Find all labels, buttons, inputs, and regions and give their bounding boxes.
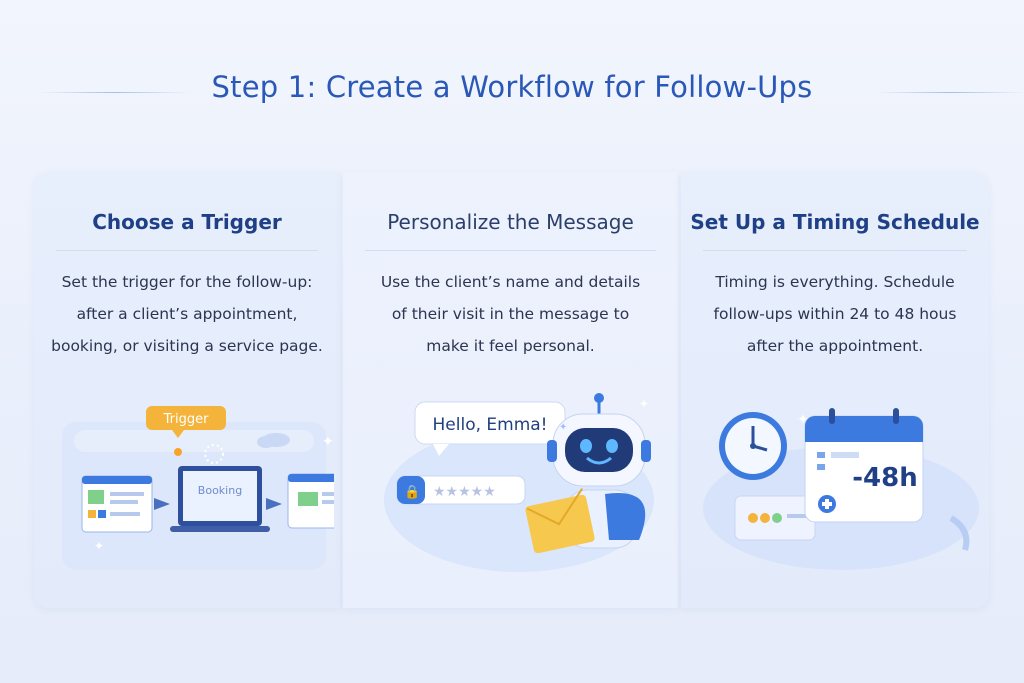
webpage-left-icon xyxy=(81,475,153,533)
sparkle-icon: ✦ xyxy=(94,539,104,553)
greeting-bubble: Hello, Emma! xyxy=(414,401,566,456)
cloud-icon xyxy=(257,433,290,448)
title-row: Step 1: Create a Workflow for Follow-Ups xyxy=(0,64,1024,120)
card-line: Set the trigger for the follow-up: xyxy=(61,273,313,291)
laptop-icon: Booking xyxy=(170,466,270,532)
title-divider-right xyxy=(875,92,1024,93)
card-line: follow-ups within 24 to 48 hous xyxy=(713,305,957,323)
card-description: Use the client’s name and details of the… xyxy=(357,266,664,362)
trigger-badge: Trigger xyxy=(146,406,226,438)
card-personalize-message: Personalize the Message Use the client’s… xyxy=(343,172,678,608)
timing-illustration: -48h ✦ xyxy=(703,408,979,570)
rating-stars: ★★★★★ xyxy=(433,484,496,500)
sparkle-icon: ✦ xyxy=(797,412,809,428)
personalize-illustration: Hello, Emma! 🔒 ★★★★★ ✦ ✦ xyxy=(384,393,654,572)
card-line: after a client’s appointment, xyxy=(76,305,298,323)
webpage-right-icon xyxy=(287,473,334,529)
trigger-illustration: ✦ ✦ Trigger Booking xyxy=(62,406,334,570)
page-title: Step 1: Create a Workflow for Follow-Ups xyxy=(211,70,813,104)
card-line: of their visit in the message to xyxy=(391,305,630,323)
title-divider-left xyxy=(40,92,190,93)
card-line: after the appointment. xyxy=(746,337,924,355)
laptop-screen-label: Booking xyxy=(198,484,242,497)
card-divider xyxy=(703,250,967,251)
card-divider xyxy=(365,250,656,251)
card-choose-trigger: Choose a Trigger Set the trigger for the… xyxy=(34,172,340,608)
card-description: Set the trigger for the follow-up: after… xyxy=(48,266,326,362)
greeting-text: Hello, Emma! xyxy=(433,415,548,435)
calendar-value: -48h xyxy=(852,463,917,493)
card-heading: Personalize the Message xyxy=(387,210,634,234)
status-card xyxy=(734,495,816,541)
sparkle-icon: ✦ xyxy=(639,397,649,411)
trigger-badge-label: Trigger xyxy=(163,412,209,427)
sparkle-icon: ✦ xyxy=(559,422,567,433)
card-line: Use the client’s name and details xyxy=(380,273,641,291)
envelope-icon xyxy=(525,488,595,554)
calendar-icon: -48h xyxy=(804,408,924,523)
sparkle-icon: ✦ xyxy=(322,434,334,450)
card-heading: Set Up a Timing Schedule xyxy=(690,210,980,234)
card-divider xyxy=(56,250,318,251)
card-timing-schedule: Set Up a Timing Schedule Timing is every… xyxy=(681,172,989,608)
lock-icon: 🔒 xyxy=(404,485,420,500)
card-line: Timing is everything. Schedule xyxy=(715,273,955,291)
review-bar: 🔒 ★★★★★ xyxy=(396,475,526,505)
card-line: make it feel personal. xyxy=(426,337,595,355)
card-line: booking, or visiting a service page. xyxy=(51,337,323,355)
card-description: Timing is everything. Schedule follow-up… xyxy=(695,266,975,362)
clock-icon xyxy=(719,412,787,480)
card-heading: Choose a Trigger xyxy=(92,210,282,234)
trigger-dot xyxy=(174,448,182,456)
